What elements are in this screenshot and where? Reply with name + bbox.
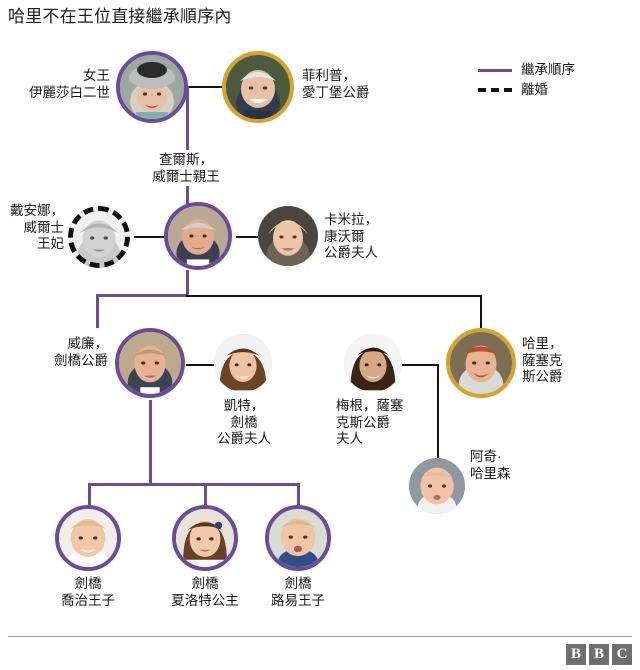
bbc-logo: B B C [566, 644, 632, 665]
legend-item-succession: 繼承順序 [478, 60, 575, 80]
connector-label-to-charles [186, 186, 189, 204]
label-princess-diana: 戴安娜， 威爾士 王妃 [10, 203, 64, 251]
connector-bus-to-harry [186, 295, 482, 297]
prince-philip-face-icon [226, 55, 290, 119]
label-camilla: 卡米拉， 康沃爾 公爵夫人 [324, 212, 378, 260]
archie-photo [409, 458, 465, 514]
legend: 繼承順序 離婚 [478, 60, 575, 100]
prince-harry-photo [446, 328, 516, 398]
connector-queen-to-charles [186, 86, 189, 150]
portrait-prince-george [55, 505, 121, 571]
prince-charles-face-icon [168, 206, 228, 266]
connector-down-to-william [96, 294, 99, 328]
portrait-meghan [344, 334, 402, 392]
connector-harry-to-archie [437, 364, 439, 458]
connector-down-to-george [88, 483, 91, 505]
label-archie: 阿奇· 哈里森 [470, 449, 511, 481]
bbc-letter-c: C [612, 644, 632, 665]
connector-queen-philip [188, 86, 222, 88]
princess-charlotte-face-icon [176, 509, 234, 567]
connector-william-kate [186, 364, 214, 366]
connector-down-to-harry [480, 295, 482, 328]
princess-charlotte-photo [172, 505, 238, 571]
legend-item-divorce: 離婚 [478, 80, 575, 100]
legend-label-succession: 繼承順序 [521, 62, 575, 77]
label-prince-george: 劍橋 喬治王子 [61, 576, 115, 608]
label-kate: 凱特， 劍橋 公爵夫人 [217, 398, 271, 446]
label-prince-louis: 劍橋 路易王子 [271, 576, 325, 608]
kate-photo [214, 334, 272, 392]
connector-charles-camilla [236, 236, 258, 238]
archie-face-icon [409, 458, 465, 514]
portrait-princess-diana [68, 206, 130, 268]
connector-charles-down [186, 270, 189, 296]
prince-louis-photo [265, 505, 331, 571]
legend-label-divorce: 離婚 [521, 82, 548, 97]
bbc-letter-b1: B [566, 644, 586, 665]
bbc-letter-b2: B [589, 644, 609, 665]
portrait-prince-louis [265, 505, 331, 571]
label-princess-charlotte: 劍橋 夏洛特公主 [171, 576, 239, 608]
prince-george-photo [55, 505, 121, 571]
prince-charles-photo [164, 202, 232, 270]
kate-face-icon [214, 334, 272, 392]
camilla-face-icon [258, 206, 318, 266]
prince-louis-face-icon [269, 509, 327, 567]
prince-william-photo [115, 328, 185, 398]
queen-elizabeth-face-icon [120, 55, 184, 119]
portrait-queen-elizabeth [116, 51, 188, 123]
dashed-line-icon [478, 88, 512, 92]
queen-elizabeth-photo [116, 51, 188, 123]
portrait-kate [214, 334, 272, 392]
princess-diana-face-icon [68, 206, 130, 268]
label-prince-philip: 菲利普， 愛丁堡公爵 [302, 68, 370, 100]
portrait-camilla [258, 206, 318, 266]
connector-bus-to-william [96, 294, 189, 297]
portrait-archie [409, 458, 465, 514]
connector-william-down [149, 400, 152, 486]
prince-philip-photo [222, 51, 294, 123]
connector-children-bus [88, 483, 300, 486]
connector-down-to-louis [297, 483, 300, 505]
portrait-prince-harry [446, 328, 516, 398]
portrait-princess-charlotte [172, 505, 238, 571]
meghan-photo [344, 334, 402, 392]
label-prince-william: 威廉， 劍橋公爵 [54, 336, 108, 368]
camilla-photo [258, 206, 318, 266]
connector-diana-charles [134, 236, 166, 238]
footer-divider [8, 636, 632, 637]
label-prince-harry: 哈里， 薩塞克 斯公爵 [522, 336, 563, 384]
portrait-prince-philip [222, 51, 294, 123]
prince-harry-face-icon [450, 332, 512, 394]
page-title: 哈里不在王位直接繼承順序內 [8, 7, 232, 26]
prince-george-face-icon [59, 509, 117, 567]
connector-meghan-harry [402, 364, 438, 366]
label-meghan: 梅根，薩塞 克斯公爵 夫人 [336, 398, 404, 446]
portrait-prince-william [115, 328, 185, 398]
solid-line-icon [478, 68, 512, 72]
princess-diana-photo [68, 206, 130, 268]
portrait-prince-charles [164, 202, 232, 270]
prince-william-face-icon [119, 332, 181, 394]
label-prince-charles: 查爾斯， 威爾士親王 [152, 152, 220, 184]
meghan-face-icon [344, 334, 402, 392]
label-queen-elizabeth: 女王 伊麗莎白二世 [29, 68, 110, 100]
connector-down-to-charlotte [204, 483, 207, 505]
